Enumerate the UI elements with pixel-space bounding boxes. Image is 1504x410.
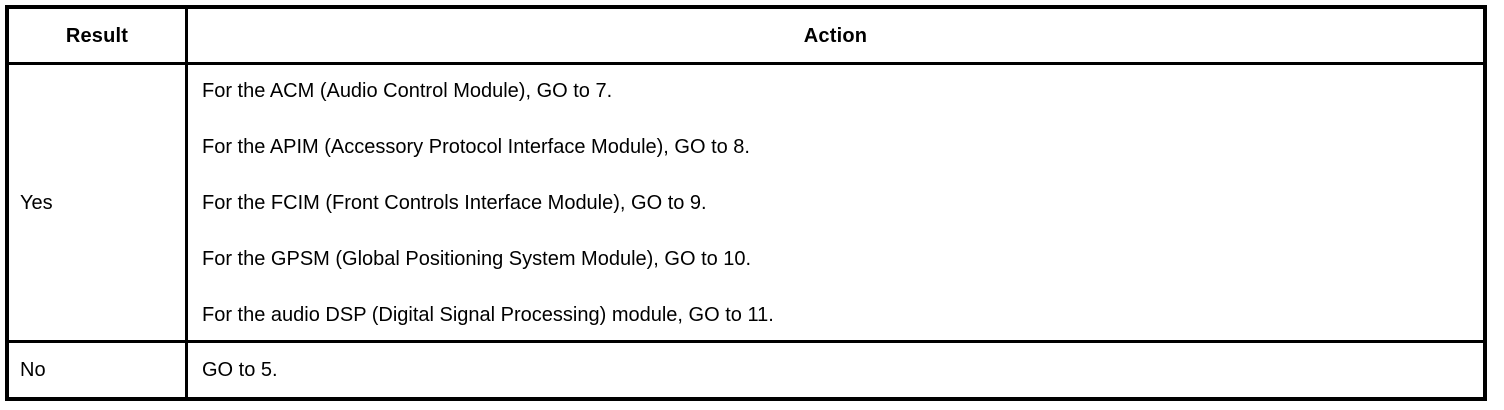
result-value: Yes <box>20 191 53 214</box>
column-header-result: Result <box>65 24 129 47</box>
action-line-dsp: For the audio DSP (Digital Signal Proces… <box>202 303 774 326</box>
result-cell-yes: Yes <box>9 65 188 340</box>
table-row: No GO to 5. <box>9 343 1483 397</box>
diagnostic-decision-table: Result Action Yes For the ACM (Audio Con… <box>5 5 1487 401</box>
action-line-fcim: For the FCIM (Front Controls Interface M… <box>202 191 707 214</box>
action-line-goto5: GO to 5. <box>202 359 278 381</box>
result-cell-no: No <box>9 343 188 397</box>
column-header-action: Action <box>803 24 868 47</box>
action-cell-no: GO to 5. <box>188 343 1483 397</box>
action-line-apim: For the APIM (Accessory Protocol Interfa… <box>202 135 750 158</box>
header-cell-action: Action <box>188 9 1483 62</box>
action-cell-yes: For the ACM (Audio Control Module), GO t… <box>188 65 1483 340</box>
action-list: For the ACM (Audio Control Module), GO t… <box>188 80 1483 326</box>
action-line-gpsm: For the GPSM (Global Positioning System … <box>202 247 752 270</box>
action-line-acm: For the ACM (Audio Control Module), GO t… <box>202 79 613 102</box>
table-row: Yes For the ACM (Audio Control Module), … <box>9 65 1483 343</box>
result-value: No <box>20 359 46 381</box>
header-cell-result: Result <box>9 9 188 62</box>
table-header-row: Result Action <box>9 9 1483 65</box>
